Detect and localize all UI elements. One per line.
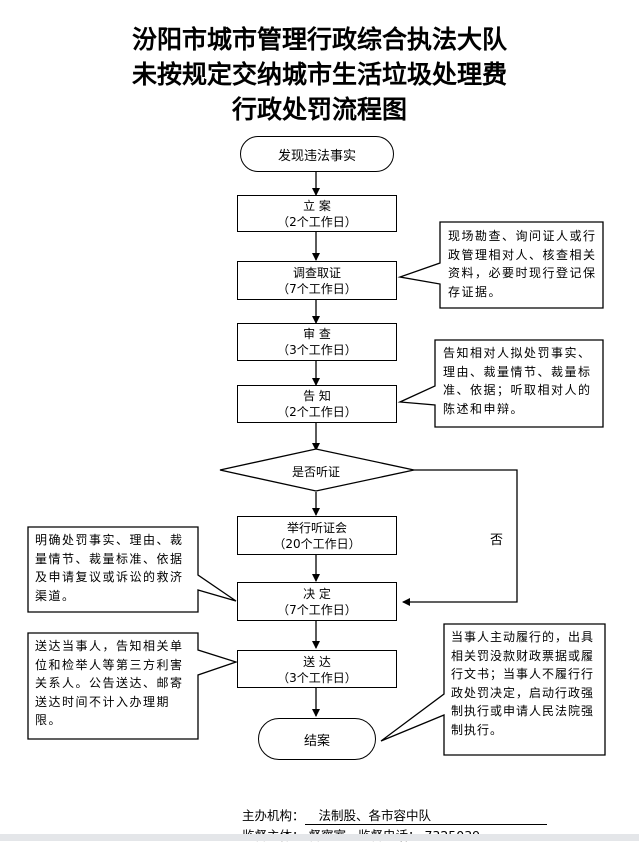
step-decision: 决 定 （7个工作日） xyxy=(237,582,397,621)
step-days: （2个工作日） xyxy=(277,405,357,419)
no-branch-label: 否 xyxy=(490,533,504,548)
step-investigation: 调查取证 （7个工作日） xyxy=(237,261,397,300)
callout-closing-shape xyxy=(380,623,606,756)
start-terminal: 发现违法事实 xyxy=(240,136,394,172)
organizer-value: 法制股、各市容中队 xyxy=(304,805,547,825)
footer-organizer: 主办机构：法制股、各市容中队 xyxy=(242,805,547,825)
note-investigation: 现场勘查、询问证人或行政管理相对人、核查相关资料，必要时现行登记保存证据。 xyxy=(448,229,597,299)
step-notification: 告 知 （2个工作日） xyxy=(237,385,397,423)
decision-diamond xyxy=(219,448,415,492)
step-days: （3个工作日） xyxy=(277,671,357,685)
step-name: 决 定 xyxy=(303,587,331,601)
step-days: （3个工作日） xyxy=(277,343,357,357)
note-closing: 当事人主动履行的，出具相关罚没款财政票据或履行文书；当事人不履行行政处罚决定，启… xyxy=(451,630,595,737)
title-line-2: 未按规定交纳城市生活垃圾处理费 xyxy=(131,60,507,89)
callout-notification-shape xyxy=(397,339,604,428)
step-days: （20个工作日） xyxy=(273,537,361,551)
step-hearing: 举行听证会 （20个工作日） xyxy=(237,516,397,555)
step-days: （7个工作日） xyxy=(277,603,357,617)
step-name: 送 达 xyxy=(303,655,331,669)
start-label: 发现违法事实 xyxy=(277,148,356,164)
organizer-label: 主办机构： xyxy=(242,808,305,823)
step-name: 立 案 xyxy=(303,199,331,213)
decision-label: 是否听证 xyxy=(291,465,340,479)
bottom-scroll-band xyxy=(0,834,639,841)
end-label: 结案 xyxy=(303,733,330,749)
note-delivery: 送达当事人，告知相关单位和检举人等第三方利害关系人。公告送达、邮寄送达时间不计入… xyxy=(35,639,184,727)
arrow-no-hearing xyxy=(402,469,518,606)
step-review: 审 查 （3个工作日） xyxy=(237,323,397,361)
step-days: （2个工作日） xyxy=(277,215,357,229)
end-terminal: 结案 xyxy=(258,718,376,760)
note-decision: 明确处罚事实、理由、裁量情节、裁量标准、依据及申请复议或诉讼的救济渠道。 xyxy=(35,533,184,603)
callout-delivery-shape xyxy=(27,632,239,740)
callout-investigation-shape xyxy=(397,221,604,309)
step-name: 举行听证会 xyxy=(286,521,347,535)
title-line-1: 汾阳市城市管理行政综合执法大队 xyxy=(131,25,507,54)
title-line-3: 行政处罚流程图 xyxy=(231,95,407,124)
step-name: 调查取证 xyxy=(292,266,341,280)
step-case-filing: 立 案 （2个工作日） xyxy=(237,195,397,232)
callout-decision-shape xyxy=(27,526,237,613)
step-days: （7个工作日） xyxy=(277,282,357,296)
note-notification: 告知相对人拟处罚事实、理由、裁量情节、裁量标准、依据；听取相对人的陈述和申辩。 xyxy=(443,346,592,416)
step-name: 告 知 xyxy=(303,389,331,403)
step-name: 审 查 xyxy=(303,327,331,341)
step-delivery: 送 达 （3个工作日） xyxy=(237,650,397,688)
